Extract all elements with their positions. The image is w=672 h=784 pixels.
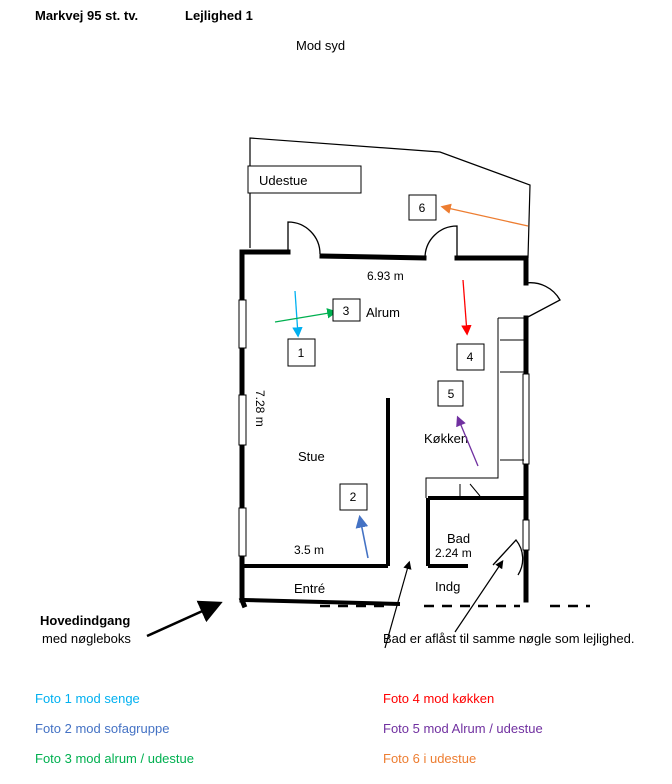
photo-3-arrow xyxy=(274,308,338,323)
legend-item-2: Foto 2 mod sofagruppe xyxy=(35,721,170,736)
apartment-label: Lejlighed 1 xyxy=(185,8,253,23)
photo-5-arrow xyxy=(456,415,479,467)
room-label-alrum: Alrum xyxy=(366,305,400,320)
marker-box-4 xyxy=(456,343,485,371)
main-entrance-subtitle: med nøgleboks xyxy=(42,631,131,646)
legend-item-1: Foto 1 mod senge xyxy=(35,691,140,706)
bath-note: Bad er aflåst til samme nøgle som lejlig… xyxy=(383,631,635,646)
dimension-width-stue: 3.5 m xyxy=(294,543,324,557)
room-label-udestue: Udestue xyxy=(259,173,307,188)
marker-1: 1 xyxy=(298,346,305,360)
legend-item-4: Foto 4 mod køkken xyxy=(383,691,495,706)
legend-item-3: Foto 3 mod alrum / udestue xyxy=(35,751,194,766)
dimension-bad: 2.24 m xyxy=(435,546,472,560)
orientation-label: Mod syd xyxy=(296,38,346,53)
dimension-width-top: 6.93 m xyxy=(367,269,404,283)
room-label-stue: Stue xyxy=(298,449,325,464)
kitchen-counters xyxy=(425,317,524,498)
room-label-entre: Entré xyxy=(294,581,325,596)
marker-box-3 xyxy=(332,298,361,322)
photo-4-arrow xyxy=(461,279,472,336)
windows xyxy=(238,299,530,557)
room-label-kokken: Køkken xyxy=(424,431,468,446)
interior-walls xyxy=(242,398,526,606)
marker-3: 3 xyxy=(343,304,350,318)
dimension-height-left: 7.28 m xyxy=(253,390,267,427)
photo-2-arrow xyxy=(355,514,369,559)
marker-6: 6 xyxy=(419,201,426,215)
room-label-indg: Indg xyxy=(435,579,460,594)
sunroom-outline xyxy=(249,137,531,259)
address-label: Markvej 95 st. tv. xyxy=(35,8,139,23)
marker-box-2 xyxy=(339,483,368,511)
marker-4: 4 xyxy=(467,350,474,364)
marker-2: 2 xyxy=(350,490,357,504)
photo-1-arrow xyxy=(292,290,303,338)
bath-note-arrow-2 xyxy=(454,560,504,633)
main-entrance-arrow xyxy=(146,600,223,638)
main-entrance-title: Hovedindgang xyxy=(40,613,131,628)
photo-6-arrow xyxy=(440,203,529,227)
room-label-bad: Bad xyxy=(447,531,470,546)
legend-item-5: Foto 5 mod Alrum / udestue xyxy=(383,721,543,736)
bath-note-arrow-1 xyxy=(384,560,412,649)
doors xyxy=(287,221,561,576)
marker-box-6 xyxy=(408,194,437,221)
marker-5: 5 xyxy=(448,387,455,401)
legend-item-6: Foto 6 i udestue xyxy=(383,751,477,766)
marker-box-5 xyxy=(437,380,464,407)
marker-box-1 xyxy=(287,338,316,367)
udestue-label-box xyxy=(247,165,362,194)
